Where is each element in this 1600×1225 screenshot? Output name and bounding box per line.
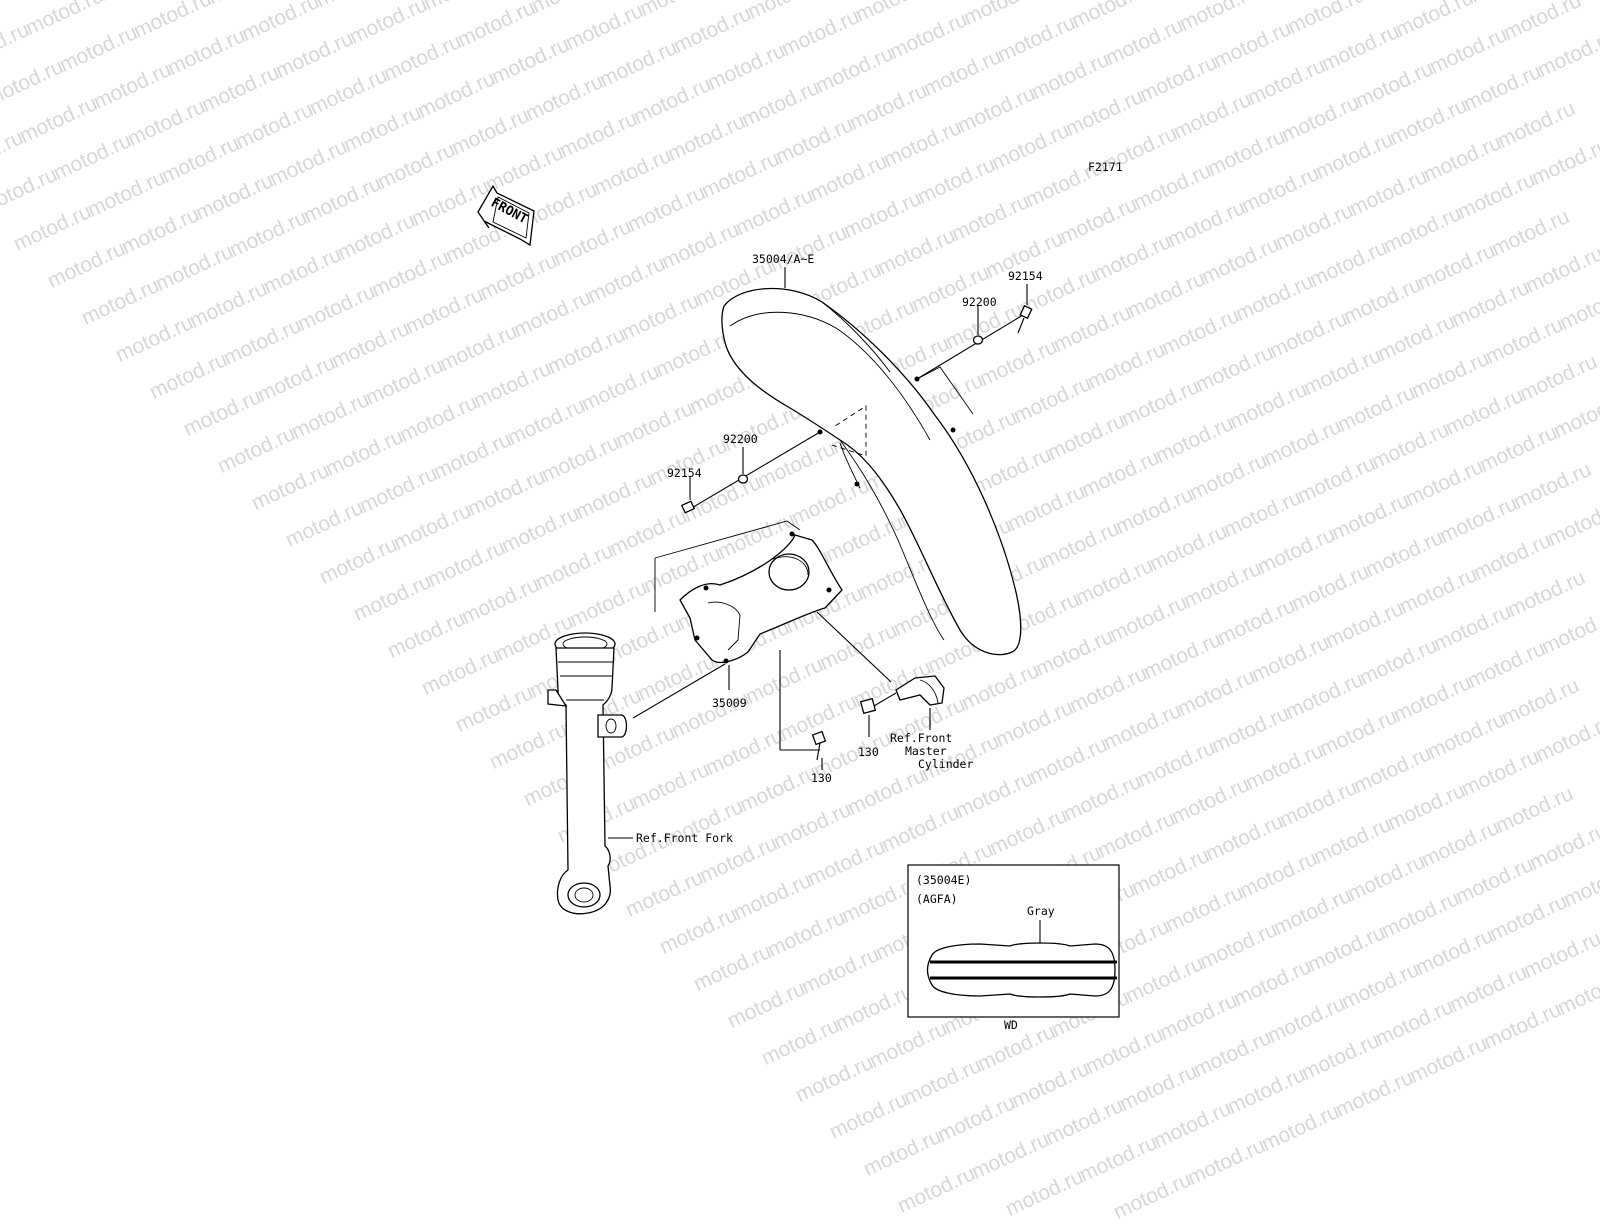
bolt-left-icon: [680, 500, 696, 514]
label-ref-master-1: Ref.Front: [890, 731, 952, 745]
front-fender: [721, 287, 1022, 656]
label-washer-right: 92200: [962, 295, 997, 309]
bolt-right-icon: [1017, 304, 1033, 334]
label-bolt-left: 92154: [667, 466, 702, 480]
label-ref-master-2: Master: [905, 744, 947, 758]
front-fork-tube: [547, 632, 628, 915]
washer-right-icon: [972, 335, 984, 345]
inset-panel: (35004E) (AGFA) Gray WD: [907, 864, 1120, 1032]
inset-line2: (AGFA): [916, 892, 958, 906]
front-arrow-icon: FRONT: [477, 184, 535, 247]
bolt-130-a-icon: [811, 730, 827, 761]
label-ref-front-fork: Ref.Front Fork: [636, 831, 733, 845]
parts-diagram: F2171 FRONT 35004/A~E 92200 92154: [477, 160, 1123, 1032]
washer-left-icon: [737, 474, 749, 484]
label-bracket: 35009: [712, 696, 747, 710]
diagram-code: F2171: [1088, 160, 1123, 174]
bolt-130-b-icon: [859, 697, 877, 715]
label-bolt-130-a: 130: [811, 771, 832, 785]
inset-color-label: Gray: [1027, 904, 1055, 918]
label-washer-left: 92200: [723, 432, 758, 446]
inset-line1: (35004E): [916, 873, 971, 887]
master-cylinder-clamp: [895, 675, 945, 706]
fender-bracket: [654, 520, 843, 664]
label-bolt-130-b: 130: [858, 745, 879, 759]
label-fender: 35004/A~E: [752, 252, 814, 266]
label-bolt-right: 92154: [1008, 269, 1043, 283]
inset-footer: WD: [1004, 1018, 1018, 1032]
label-ref-master-3: Cylinder: [918, 757, 973, 771]
